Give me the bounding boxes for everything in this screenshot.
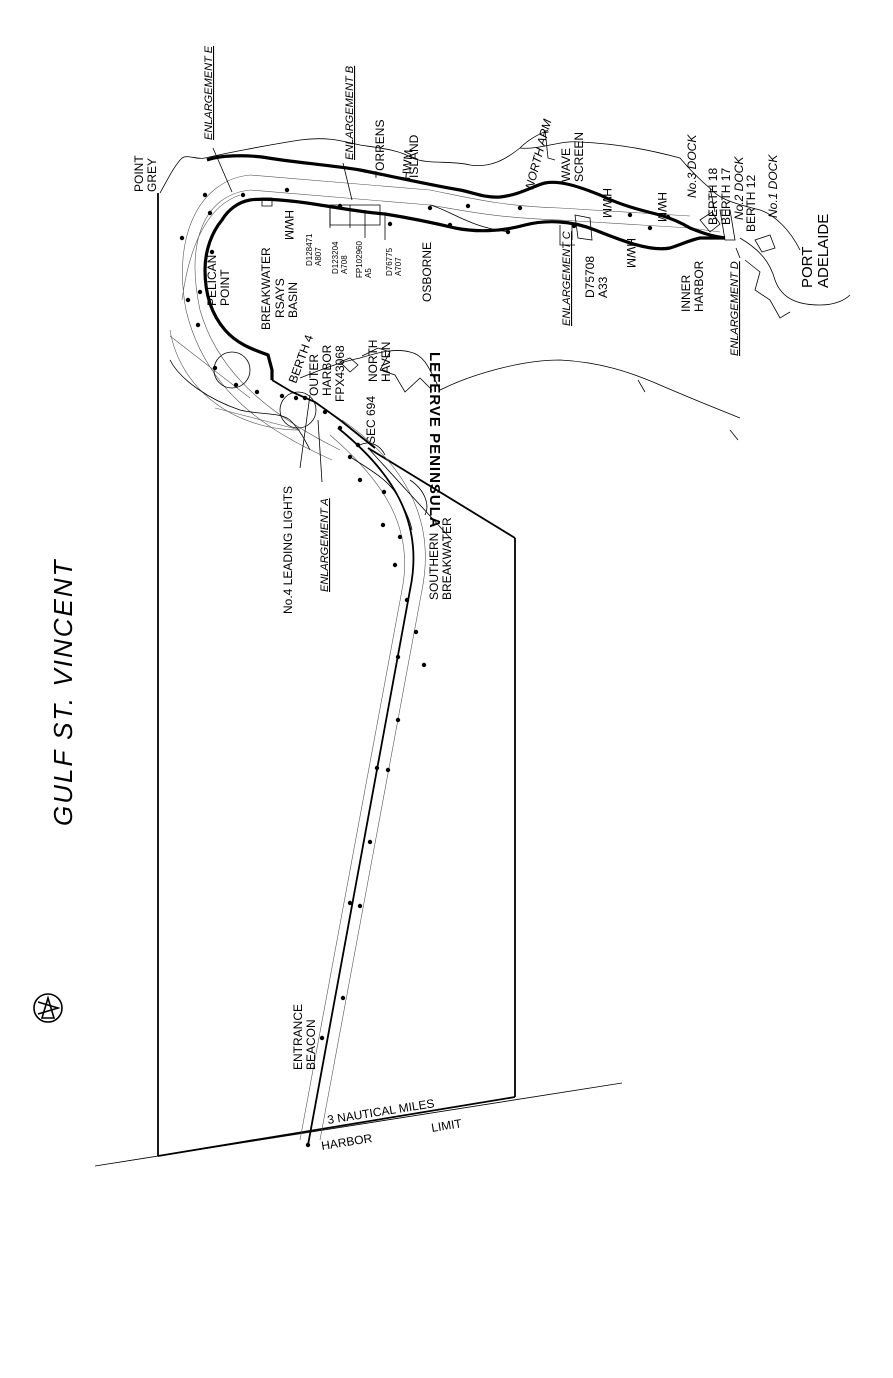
leferve-peninsula-label: LEFERVE PENINSULA: [426, 352, 443, 529]
enlargement-labels: ENLARGEMENT E ENLARGEMENT B ENLARGEMENT …: [203, 45, 741, 592]
harbor-limit-labels: 3 NAUTICAL MILES HARBOR LIMIT: [320, 1096, 463, 1153]
parcel-labels: D128471 A807 D123204 A708 FP102960 A5 D7…: [305, 231, 610, 298]
breakwater-label: BREAKWATER: [259, 247, 273, 330]
leading-lights-label: No.4 LEADING LIGHTS: [281, 486, 295, 614]
fpx43068-label: FPX43068: [333, 345, 347, 402]
place-labels: POINT GREY PELICAN POINT TORRENS ISLAND …: [132, 116, 832, 396]
enlargement-b-label: ENLARGEMENT B: [344, 66, 356, 160]
shipping-channel: [169, 174, 721, 1146]
feature-labels: BREAKWATER RSAYS BASIN BERTH 4 FPX43068 …: [259, 134, 780, 1070]
torrens-island-label: TORRENS ISLAND: [373, 116, 421, 178]
inner-harbor-label: INNER HARBOR: [679, 260, 706, 312]
parcel-d75708-label: D75708 A33: [583, 253, 610, 298]
enlargement-e-label: ENLARGEMENT E: [203, 45, 215, 140]
enlargement-a-label: ENLARGEMENT A: [319, 498, 331, 592]
parcel-fp102960-label: FP102960 A5: [355, 239, 373, 278]
pelican-point-label: PELICAN POINT: [205, 251, 232, 306]
parcel-d76775-label: D76775 A707: [385, 246, 403, 276]
berth-12-label: BERTH 12: [744, 175, 758, 232]
enlargement-d-label: ENLARGEMENT D: [729, 261, 741, 356]
no-3-dock-label: No.3 DOCK: [685, 134, 699, 198]
harbor-label: HARBOR: [320, 1131, 373, 1153]
channel-markers: [179, 187, 671, 1148]
hwm-labels: HWM HWM HWM HWM HWM: [282, 149, 669, 268]
limit-label: LIMIT: [430, 1116, 463, 1135]
north-arm-label: NORTH ARM: [522, 118, 554, 191]
southern-breakwater-label: SOUTHERN BREAKWATER: [427, 517, 454, 600]
gulf-label: GULF ST. VINCENT: [48, 558, 78, 826]
wave-screen-label: WAVE SCREEN: [559, 132, 586, 182]
outer-harbor-label: OUTER HARBOR: [307, 344, 334, 396]
parcel-d123204-label: D123204 A708: [331, 239, 349, 274]
osborne-label: OSBORNE: [420, 242, 434, 302]
entrance-beacon-label: ENTRANCE BEACON: [291, 1001, 318, 1070]
port-adelaide-label: PORT ADELAIDE: [799, 214, 832, 288]
peninsula-label: LEFERVE PENINSULA: [426, 352, 443, 529]
parcel-d128471-label: D128471 A807: [305, 231, 323, 266]
berth-18-label: BERTH 18: [706, 168, 720, 225]
no-2-dock-label: No.2 DOCK: [732, 156, 746, 220]
point-grey-label: POINT GREY: [132, 152, 159, 192]
gulf-st-vincent-label: GULF ST. VINCENT: [48, 558, 78, 826]
no-1-dock-label: No.1 DOCK: [766, 154, 780, 218]
leader-lines: [212, 147, 741, 516]
hwm-label: HWM: [624, 238, 638, 268]
hwm-label: HWM: [282, 210, 296, 240]
hwm-label: HWM: [655, 192, 669, 222]
sec-694-label: SEC 694: [364, 396, 378, 444]
north-haven-label: NORTH HAVEN: [366, 336, 393, 382]
hwm-label: HWM: [600, 188, 614, 218]
north-arrow-icon: [33, 993, 63, 1023]
harbor-boundary: [94, 193, 623, 1167]
berth-17-label: BERTH 17: [719, 168, 733, 225]
hwm-label: HWM: [399, 149, 416, 180]
rsays-basin-label: RSAYS BASIN: [273, 275, 300, 318]
nautical-miles-label: 3 NAUTICAL MILES: [326, 1096, 435, 1127]
enlargement-c-label: ENLARGEMENT C: [561, 231, 573, 326]
coastline: [159, 129, 851, 541]
